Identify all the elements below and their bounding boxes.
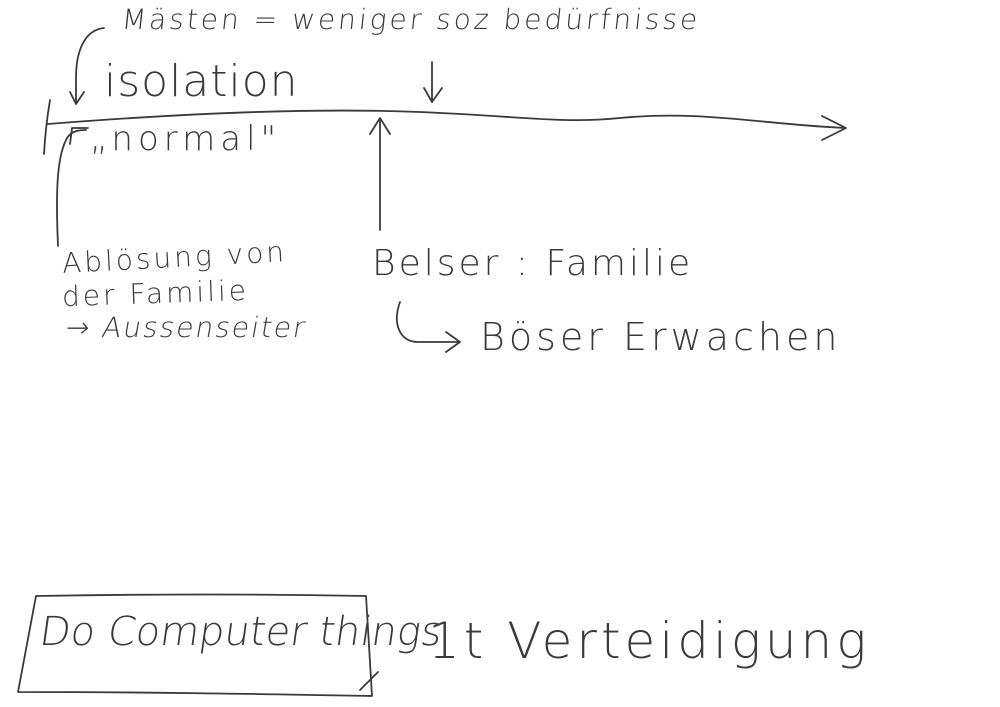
note-boeser: Böser Erwachen bbox=[480, 315, 842, 359]
down-arrow-soz-head bbox=[423, 87, 443, 103]
hook-arrow-boeser bbox=[396, 301, 459, 343]
timeline-start-tick bbox=[43, 99, 51, 155]
timeline-arrowhead bbox=[821, 115, 847, 141]
note-verteidigung: 1t Verteidigung bbox=[428, 612, 871, 670]
up-arrow-belser-head bbox=[369, 117, 391, 135]
curved-arrow-left bbox=[56, 129, 87, 247]
curved-arrow-top bbox=[75, 27, 105, 105]
timeline-line bbox=[47, 109, 846, 129]
curved-arrow-top-head bbox=[69, 91, 85, 105]
note-isolation: isolation bbox=[104, 56, 299, 107]
note-normal: „normal" bbox=[90, 119, 282, 159]
hook-arrow-boeser-head bbox=[445, 331, 461, 353]
curved-arrow-left-head bbox=[69, 127, 89, 145]
task-box bbox=[17, 593, 373, 697]
note-boxed-task: Do Computer things bbox=[36, 609, 446, 655]
note-left-line3: → Aussenseiter bbox=[63, 311, 310, 344]
note-left-line2: der Familie bbox=[61, 273, 250, 314]
note-top-line: Mästen = weniger soz bedürfnisse bbox=[120, 3, 703, 36]
task-box-corner-stroke bbox=[359, 671, 379, 691]
note-belser: Belser : Familie bbox=[372, 243, 694, 284]
